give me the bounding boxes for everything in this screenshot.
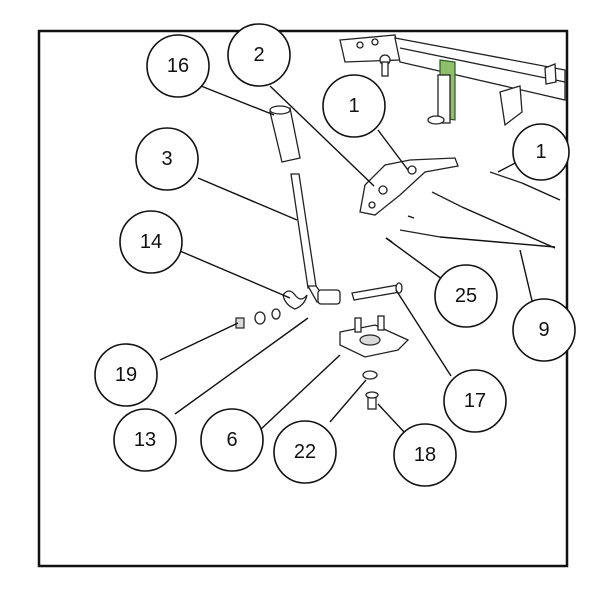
chassis-frame	[339, 34, 566, 127]
callout-circle	[393, 423, 457, 487]
callout-label: 25	[455, 285, 477, 307]
parts-illustration	[235, 34, 566, 410]
callout-label: 1	[535, 141, 546, 163]
callout-circle	[443, 369, 507, 433]
callout-2: 2	[227, 23, 291, 87]
callout-25: 25	[434, 264, 498, 328]
callout-9: 9	[512, 298, 576, 362]
callout-label: 9	[538, 319, 549, 341]
diagram-frame	[37, 29, 569, 568]
pivot-plate	[339, 315, 410, 358]
callout-circle	[94, 343, 158, 407]
callout-16: 16	[146, 34, 210, 98]
callout-circle	[273, 420, 337, 484]
callout-label: 16	[167, 55, 189, 77]
callout-circle	[146, 34, 210, 98]
callout-1: 1	[512, 123, 570, 181]
callout-13-highlighted: 13	[113, 408, 177, 472]
callout-circle	[322, 74, 386, 138]
callout-label: 13	[134, 429, 156, 451]
callout-label: 18	[414, 444, 436, 466]
callout-label: 14	[140, 231, 162, 253]
torsion-spring	[282, 290, 308, 310]
callout-label: 2	[253, 44, 264, 66]
callout-19: 19	[94, 343, 158, 407]
callout-label: 17	[464, 390, 486, 412]
callout-label: 22	[294, 441, 316, 463]
callout-6: 6	[200, 408, 264, 472]
leader-lines	[159, 85, 534, 434]
callout-18: 18	[393, 423, 457, 487]
callout-22: 22	[273, 420, 337, 484]
callout-circle	[512, 123, 570, 181]
small-nut-washer	[235, 308, 281, 329]
callout-circle	[200, 408, 264, 472]
callout-circle	[113, 408, 177, 472]
callout-circle	[135, 127, 199, 191]
callout-label: 19	[115, 364, 137, 386]
callout-14: 14	[119, 210, 183, 274]
callout-circle	[512, 298, 576, 362]
callout-label: 1	[348, 95, 359, 117]
callout-circle	[434, 264, 498, 328]
callout-circle	[227, 23, 291, 87]
callout-1: 1	[322, 74, 386, 138]
shaft-pin	[351, 282, 403, 301]
control-rod	[290, 173, 341, 305]
washer-bolt	[362, 370, 379, 410]
handle-grip	[269, 105, 301, 163]
callout-17: 17	[443, 369, 507, 433]
callout-circle	[119, 210, 183, 274]
callout-3: 3	[135, 127, 199, 191]
callout-label: 6	[226, 429, 237, 451]
callout-label: 3	[161, 148, 172, 170]
lever-part-1	[359, 157, 459, 216]
